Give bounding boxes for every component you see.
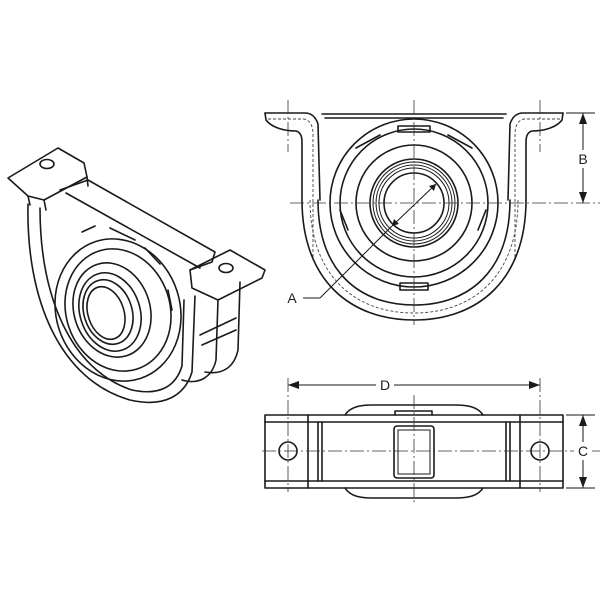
front-view: [264, 100, 600, 325]
dim-label-b: B: [578, 151, 587, 167]
dim-label-d: D: [380, 377, 390, 393]
dim-label-a: A: [287, 290, 297, 306]
isometric-view: [7, 147, 266, 404]
dim-label-c: C: [578, 443, 588, 459]
top-view: [262, 378, 600, 505]
